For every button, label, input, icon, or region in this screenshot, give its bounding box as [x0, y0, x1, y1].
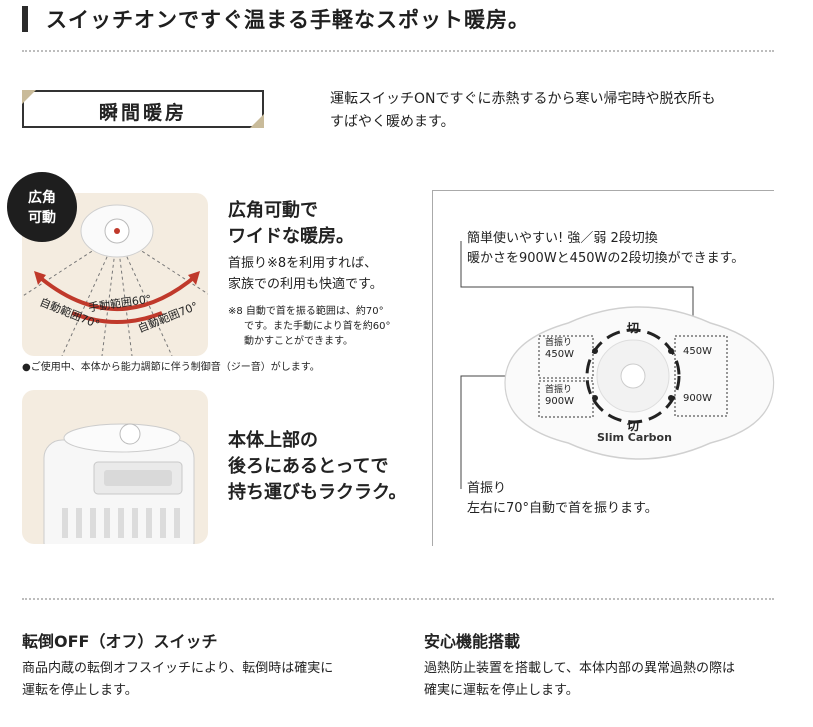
wide-angle-badge: 広角 可動 [7, 172, 77, 242]
swing-footnote: ※8 自動で首を振る範囲は、約70° です。また手動により首を約60° 動かすこ… [228, 304, 391, 349]
heading-line: 持ち運びもラクラク。 [228, 482, 407, 503]
dial-swing-900-label: 首振り 900W [545, 384, 574, 408]
body-line: 首振り※8を利用すれば、 [228, 256, 378, 271]
text-line: 過熱防止装置を搭載して、本体内部の異常過熱の際は [424, 661, 735, 676]
tip-over-text: 商品内蔵の転倒オフスイッチにより、転倒時は確実に 運転を停止します。 [22, 658, 333, 702]
section-label-box: 瞬間暖房 [22, 90, 264, 128]
section-intro: 運転スイッチONですぐに赤熱するから寒い帰宅時や脱衣所も すばやく暖めます。 [330, 88, 790, 134]
bottom-divider [22, 598, 774, 600]
text-line: 運転を停止します。 [22, 683, 138, 698]
heading-line: 広角可動で [228, 200, 318, 221]
callout-line: 左右に70°自動で首を振ります。 [467, 501, 658, 516]
dial-label-line: 首振り [545, 338, 573, 348]
dial-swing-450-label: 首振り 450W [545, 337, 574, 361]
callout-line: 暖かさを900Wと450Wの2段切換ができます。 [467, 251, 745, 266]
heading-line: ワイドな暖房。 [228, 226, 354, 247]
body-line: 家族での利用も快適です。 [228, 277, 383, 292]
callout-line: 首振り [467, 481, 507, 496]
dial-label-line: 450W [545, 349, 574, 360]
safety-text: 過熱防止装置を搭載して、本体内部の異常過熱の際は 確実に運転を停止します。 [424, 658, 735, 702]
operating-sound-note: ●ご使用中、本体から能力調節に伴う制御音（ジー音）がします。 [22, 362, 320, 373]
note-line: ※8 自動で首を振る範囲は、約70° [228, 306, 384, 317]
callout-line: 簡単使いやすい! 強／弱 2段切換 [467, 231, 658, 246]
control-panel-diagram: 簡単使いやすい! 強／弱 2段切換 暖かさを900Wと450Wの2段切換ができま… [432, 190, 775, 546]
handle-image [22, 390, 208, 544]
text-line: 確実に運転を停止します。 [424, 683, 579, 698]
note-line: です。また手動により首を約60° [244, 321, 391, 332]
text-line: 商品内蔵の転倒オフスイッチにより、転倒時は確実に [22, 661, 334, 676]
section-label: 瞬間暖房 [98, 102, 187, 124]
badge-line: 可動 [28, 210, 56, 226]
brand-label: Slim Carbon [597, 431, 672, 444]
heading-line: 後ろにあるとってで [228, 456, 389, 477]
swing-range-illustration [22, 204, 208, 356]
dial-off-top-label: 切 [627, 321, 640, 335]
power-callout: 簡単使いやすい! 強／弱 2段切換 暖かさを900Wと450Wの2段切換ができま… [467, 229, 744, 269]
wide-angle-body: 首振り※8を利用すれば、 家族での利用も快適です。 [228, 253, 383, 295]
intro-line: 運転スイッチONですぐに赤熱するから寒い帰宅時や脱衣所も [330, 91, 716, 107]
note-line: 動かすことができます。 [244, 336, 353, 347]
control-panel-illustration [460, 241, 775, 489]
wide-angle-heading: 広角可動で ワイドな暖房。 [228, 198, 354, 250]
heater-body-illustration [43, 423, 195, 544]
heading-line: 本体上部の [228, 430, 318, 451]
tip-over-title: 転倒OFF（オフ）スイッチ [22, 632, 218, 651]
page-title: スイッチオンですぐ温まる手軽なスポット暖房。 [46, 8, 530, 32]
title-accent-bar [22, 6, 28, 32]
swing-callout: 首振り 左右に70°自動で首を振ります。 [467, 479, 658, 519]
handle-heading: 本体上部の 後ろにあるとってで 持ち運びもラクラク。 [228, 428, 407, 506]
dial-label-line: 900W [545, 396, 574, 407]
dial-450-label: 450W [683, 346, 712, 357]
label-corner-ornament [250, 114, 264, 128]
intro-line: すばやく暖めます。 [330, 114, 455, 130]
badge-line: 広角 [28, 190, 56, 206]
dial-900-label: 900W [683, 393, 712, 404]
header-divider [22, 50, 774, 52]
label-corner-ornament [22, 90, 36, 104]
dial-label-line: 首振り [545, 385, 573, 395]
dial-off-bottom-label: 切 [627, 419, 640, 433]
safety-title: 安心機能搭載 [424, 632, 521, 651]
wide-angle-image: 手動範囲60° 自動範囲70° 自動範囲70° [22, 193, 208, 356]
